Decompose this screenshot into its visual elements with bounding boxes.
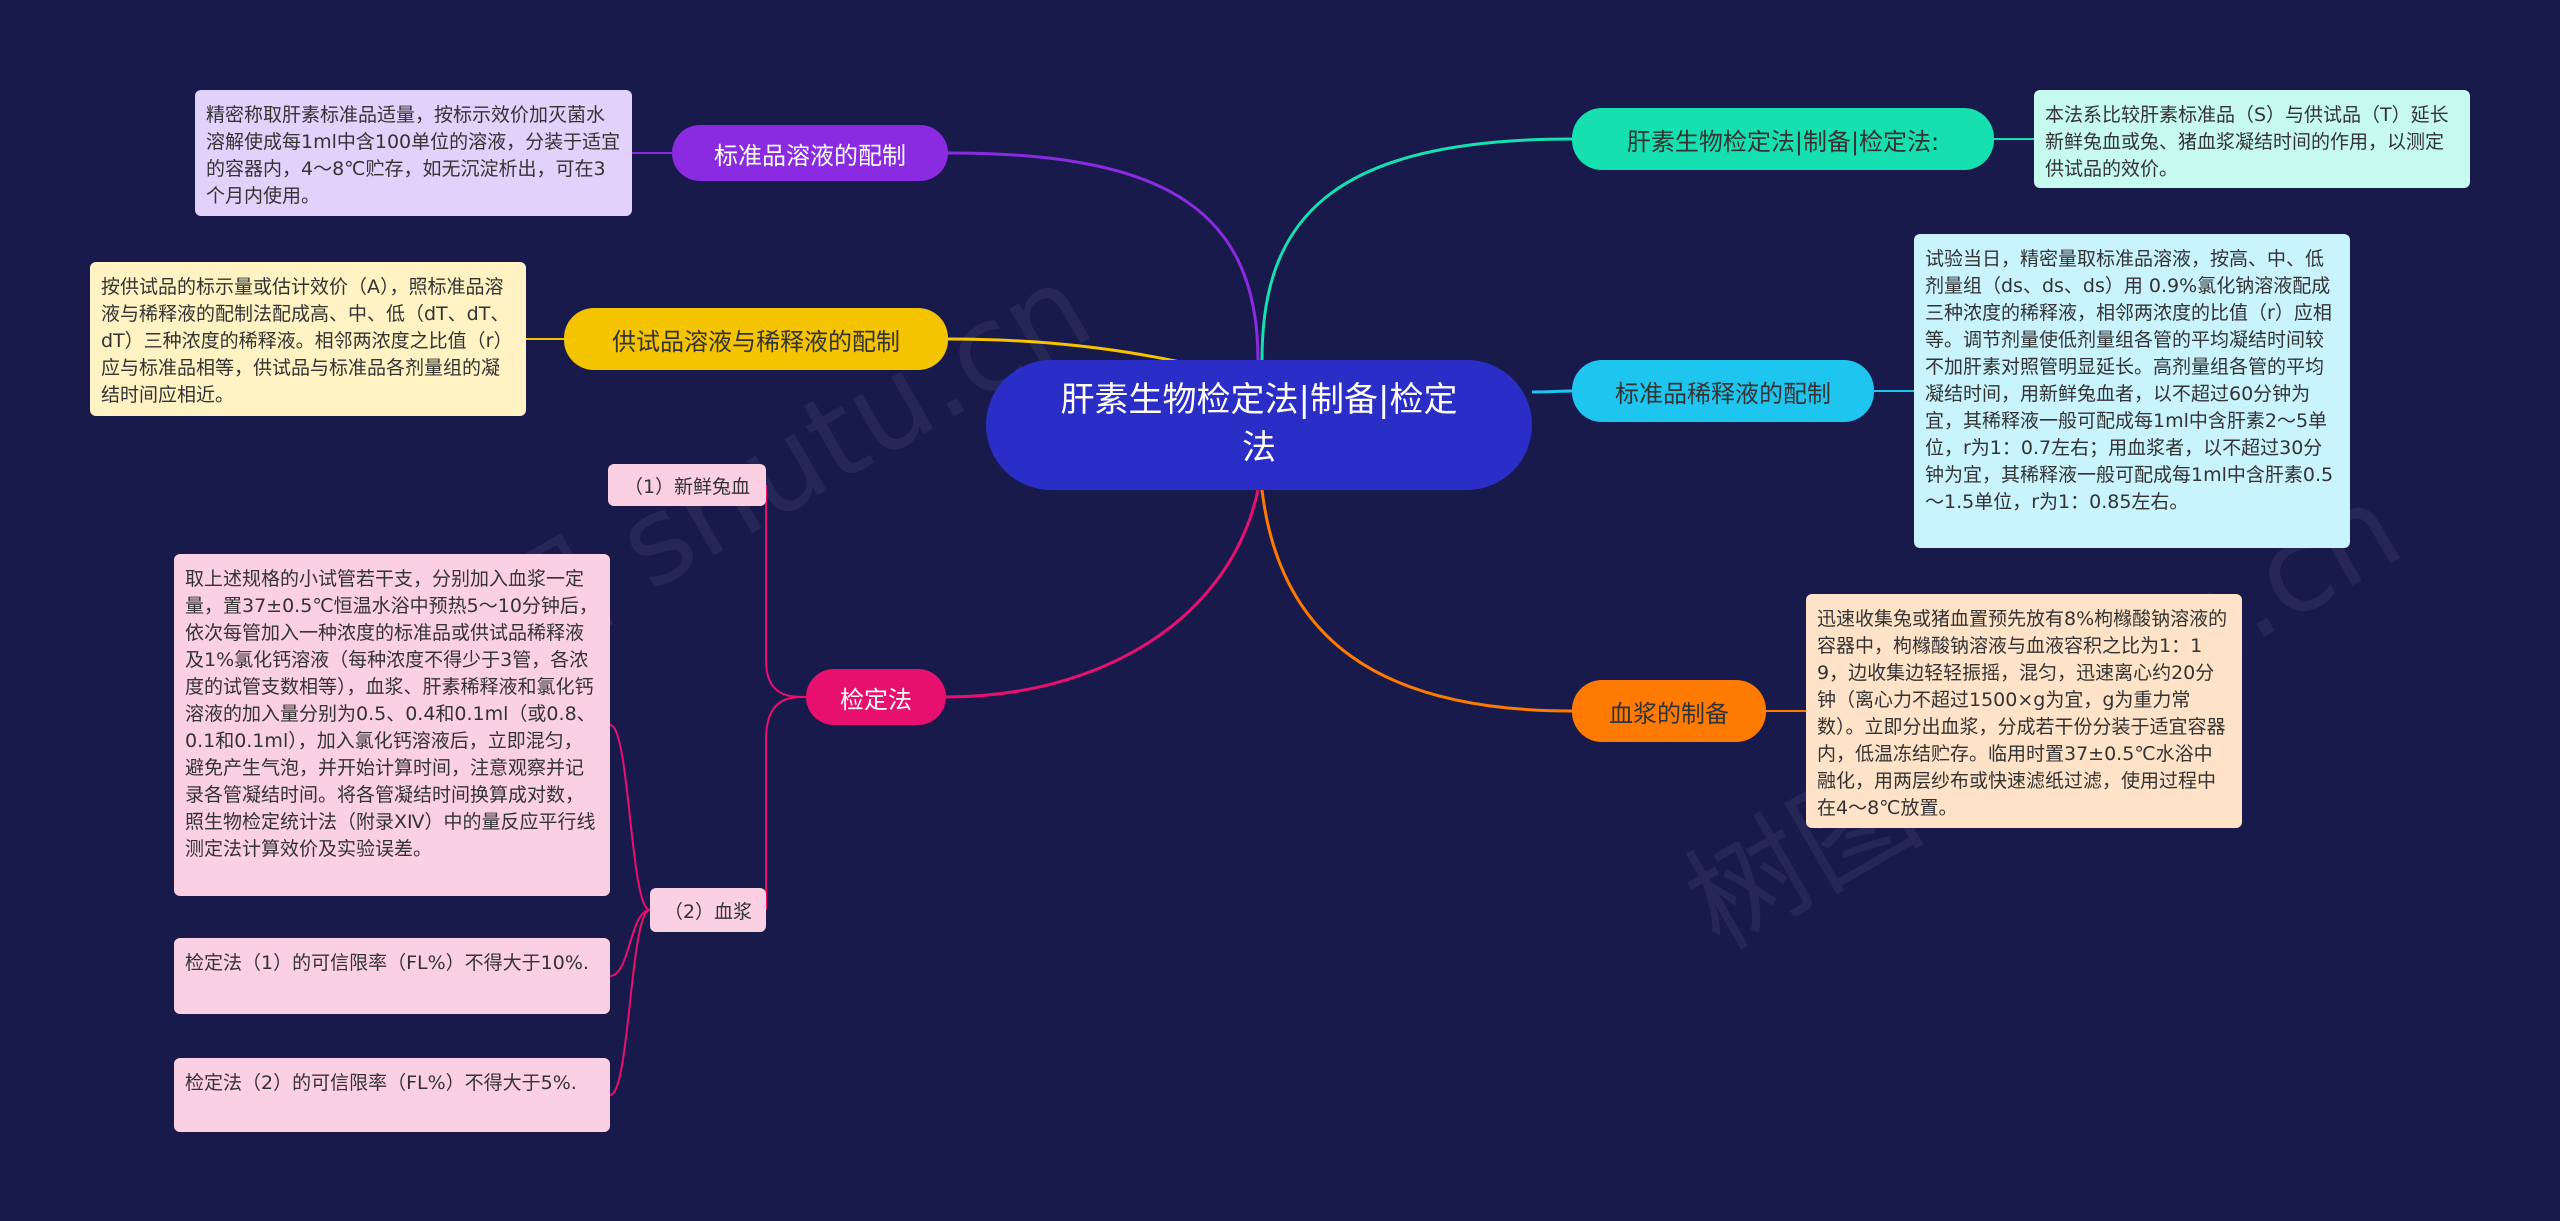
note-assay-procedure: 取上述规格的小试管若干支，分别加入血浆一定量，置37±0.5℃恒温水浴中预热5～… xyxy=(174,554,610,896)
note-standard-solution: 精密称取肝素标准品适量，按标示效价加灭菌水溶解使成每1ml中含100单位的溶液，… xyxy=(195,90,632,216)
tag-fresh-rabbit-blood[interactable]: （1）新鲜兔血 xyxy=(608,464,766,506)
note-standard-dilution: 试验当日，精密量取标准品溶液，按高、中、低剂量组（ds、ds、ds）用 0.9%… xyxy=(1914,234,2350,548)
link-plasma-preparation xyxy=(1260,489,1573,713)
link-note-confidence-limit-2 xyxy=(609,909,651,1096)
link-note-confidence-limit-1 xyxy=(609,909,651,977)
branch-heparin-bioassay[interactable]: 肝素生物检定法|制备|检定法: xyxy=(1572,108,1994,170)
link-tag-plasma xyxy=(765,696,807,910)
note-test-solution: 按供试品的标示量或估计效价（A），照标准品溶液与稀释液的配制法配成高、中、低（d… xyxy=(90,262,526,416)
link-test-solution xyxy=(947,337,1181,364)
link-assay-method xyxy=(945,489,1260,699)
branch-standard-solution[interactable]: 标准品溶液的配制 xyxy=(672,125,948,181)
link-note-assay-procedure xyxy=(609,724,651,911)
link-heparin-bioassay xyxy=(1260,137,1573,361)
note-plasma-preparation: 迅速收集兔或猪血置预先放有8%枸橼酸钠溶液的容器中，枸橼酸钠溶液与血液容积之比为… xyxy=(1806,594,2242,828)
branch-plasma-preparation[interactable]: 血浆的制备 xyxy=(1572,680,1766,742)
note-confidence-limit-2: 检定法（2）的可信限率（FL%）不得大于5%. xyxy=(174,1058,610,1132)
link-standard-dilution xyxy=(1531,389,1573,394)
link-standard-solution xyxy=(947,151,1260,361)
branch-standard-dilution[interactable]: 标准品稀释液的配制 xyxy=(1572,360,1874,422)
central-topic[interactable]: 肝素生物检定法|制备|检定法 xyxy=(986,360,1532,490)
note-heparin-bioassay: 本法系比较肝素标准品（S）与供试品（T）延长新鲜兔血或兔、猪血浆凝结时间的作用，… xyxy=(2034,90,2470,188)
branch-assay-method[interactable]: 检定法 xyxy=(806,669,946,725)
link-tag-fresh-rabbit-blood xyxy=(765,485,807,698)
note-confidence-limit-1: 检定法（1）的可信限率（FL%）不得大于10%. xyxy=(174,938,610,1014)
tag-plasma[interactable]: （2）血浆 xyxy=(650,888,766,932)
branch-test-solution[interactable]: 供试品溶液与稀释液的配制 xyxy=(564,308,948,370)
